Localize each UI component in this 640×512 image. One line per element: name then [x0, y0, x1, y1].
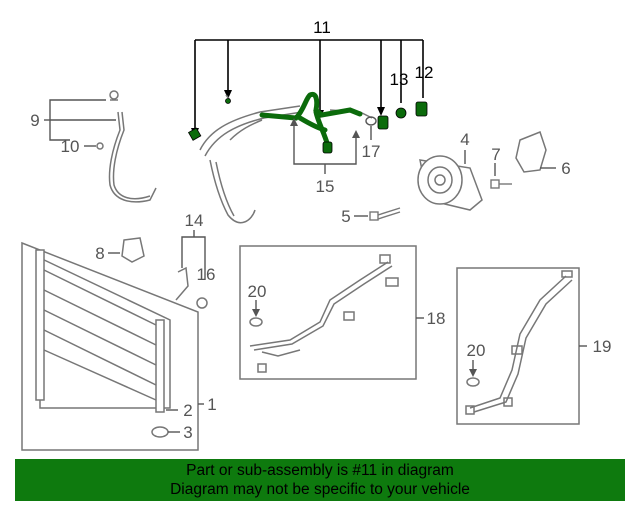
callout-18: 18 [427, 309, 446, 328]
callout-20-inset-19: 20 [467, 341, 486, 360]
info-banner: Part or sub-assembly is #11 in diagram D… [15, 459, 625, 501]
callout-1: 1 [207, 395, 216, 414]
leader-14 [181, 230, 206, 280]
callout-16: 16 [197, 265, 216, 284]
callout-12: 12 [415, 63, 434, 82]
compressor [417, 155, 483, 211]
leader-17 [365, 116, 377, 140]
callout-13: 13 [390, 70, 409, 89]
callout-3: 3 [183, 423, 192, 442]
callout-17: 17 [362, 142, 381, 161]
inset-18 [239, 245, 417, 380]
callout-10: 10 [61, 137, 80, 156]
pipe-14 [175, 266, 208, 309]
part-11-fittings [187, 98, 428, 154]
bolt-7 [490, 179, 512, 189]
leader-15 [293, 120, 357, 174]
callout-15: 15 [316, 177, 335, 196]
leader-11 [194, 39, 424, 132]
discharge-hose [96, 90, 157, 203]
banner-line-2: Diagram may not be specific to your vehi… [170, 481, 470, 498]
bolt-5 [369, 207, 401, 221]
banner-line-1: Part or sub-assembly is #11 in diagram [186, 462, 454, 479]
callout-20-inset-18: 20 [248, 282, 267, 301]
callout-7: 7 [491, 145, 500, 164]
ac-pipe-assembly [199, 94, 373, 224]
callout-2: 2 [183, 401, 192, 420]
callout-4: 4 [460, 130, 469, 149]
leader-15-arrows [290, 118, 360, 138]
part-11-highlight [259, 91, 363, 149]
callout-5: 5 [341, 207, 350, 226]
callout-8: 8 [95, 244, 104, 263]
inset-19 [456, 267, 580, 425]
callout-11: 11 [313, 18, 331, 37]
leader-9 [44, 99, 116, 141]
bracket-6 [515, 131, 547, 173]
callout-19: 19 [593, 337, 612, 356]
callout-14: 14 [185, 211, 204, 230]
callout-6: 6 [561, 159, 570, 178]
callout-9: 9 [30, 111, 39, 130]
condenser [21, 241, 199, 451]
bracket-8 [121, 237, 145, 263]
